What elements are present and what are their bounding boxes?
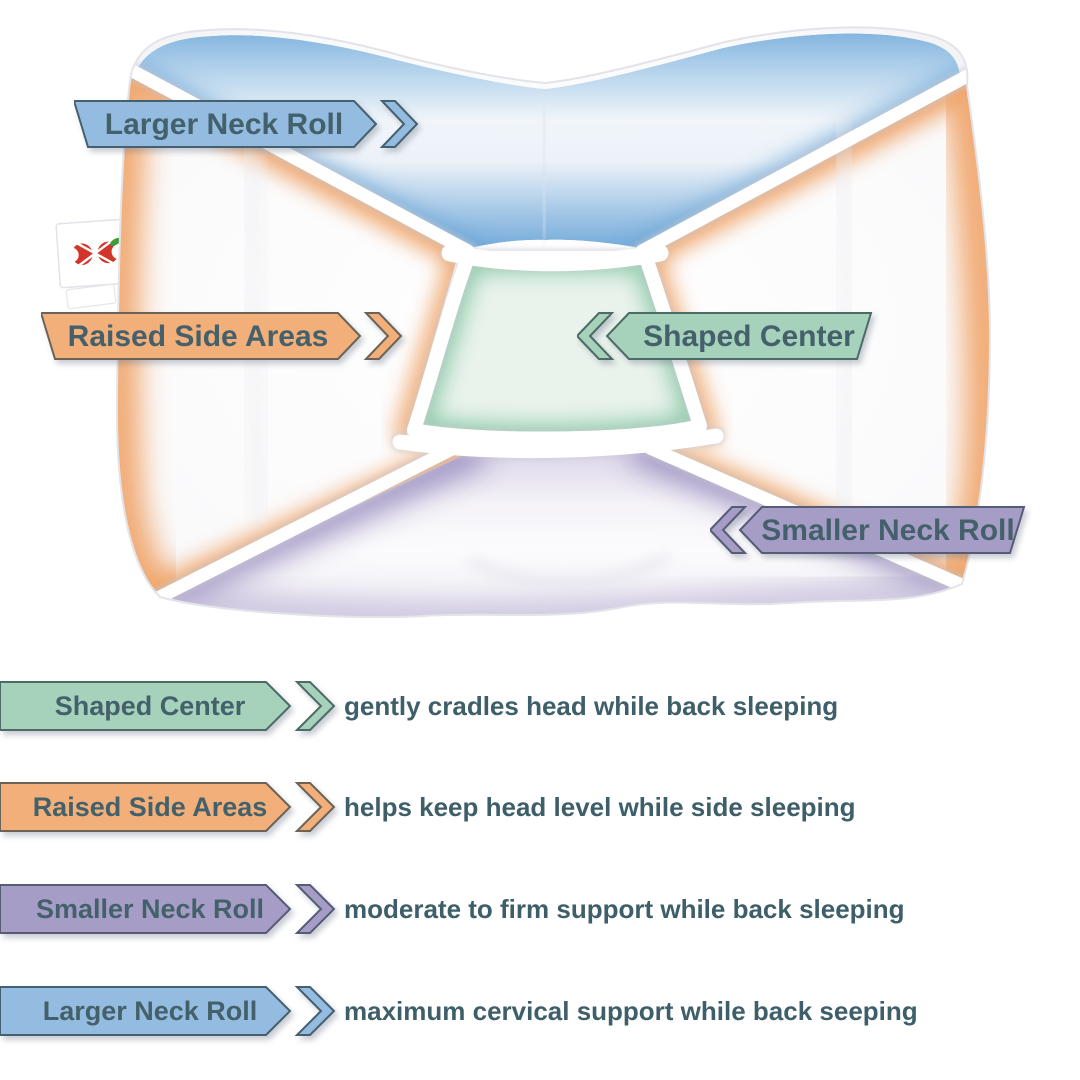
callout-smaller-neck-roll: Smaller Neck Roll [710, 506, 1026, 554]
pillow-seams [117, 58, 981, 609]
legend-banner: Raised Side Areas [0, 782, 336, 832]
chevron-right-icon [294, 782, 336, 832]
chevron-right-icon [379, 100, 419, 148]
callout-raised-side-areas: Raised Side Areas [41, 312, 403, 360]
legend-description: gently cradles head while back sleeping [344, 691, 839, 721]
legend-label: Raised Side Areas [33, 792, 268, 822]
legend-description: maximum cervical support while back seep… [344, 996, 918, 1026]
chevron-left-icon [577, 312, 615, 360]
legend-banner: Smaller Neck Roll [0, 884, 336, 934]
legend-banner: Larger Neck Roll [0, 986, 336, 1036]
red-butterfly-logo-icon [73, 237, 121, 267]
legend-description: moderate to firm support while back slee… [344, 894, 905, 924]
callout-label: Smaller Neck Roll [761, 514, 1014, 547]
legend-banner: Shaped Center [0, 681, 336, 731]
chevron-right-icon [363, 312, 403, 360]
chevron-right-icon [294, 681, 336, 731]
legend-description: helps keep head level while side sleepin… [344, 792, 856, 822]
legend-label: Shaped Center [55, 691, 246, 721]
legend-label: Larger Neck Roll [43, 996, 258, 1026]
callout-label: Shaped Center [643, 320, 855, 353]
chevron-right-icon [294, 986, 336, 1036]
brand-tag-small [65, 283, 117, 310]
legend-label: Smaller Neck Roll [36, 894, 264, 924]
chevron-left-icon [710, 506, 748, 554]
callout-larger-neck-roll: Larger Neck Roll [74, 100, 419, 148]
callout-label: Raised Side Areas [68, 320, 329, 353]
pillow-outline [115, 26, 992, 619]
chevron-right-icon [294, 884, 336, 934]
callout-shaped-center: Shaped Center [577, 312, 873, 360]
callout-label: Larger Neck Roll [105, 108, 343, 141]
